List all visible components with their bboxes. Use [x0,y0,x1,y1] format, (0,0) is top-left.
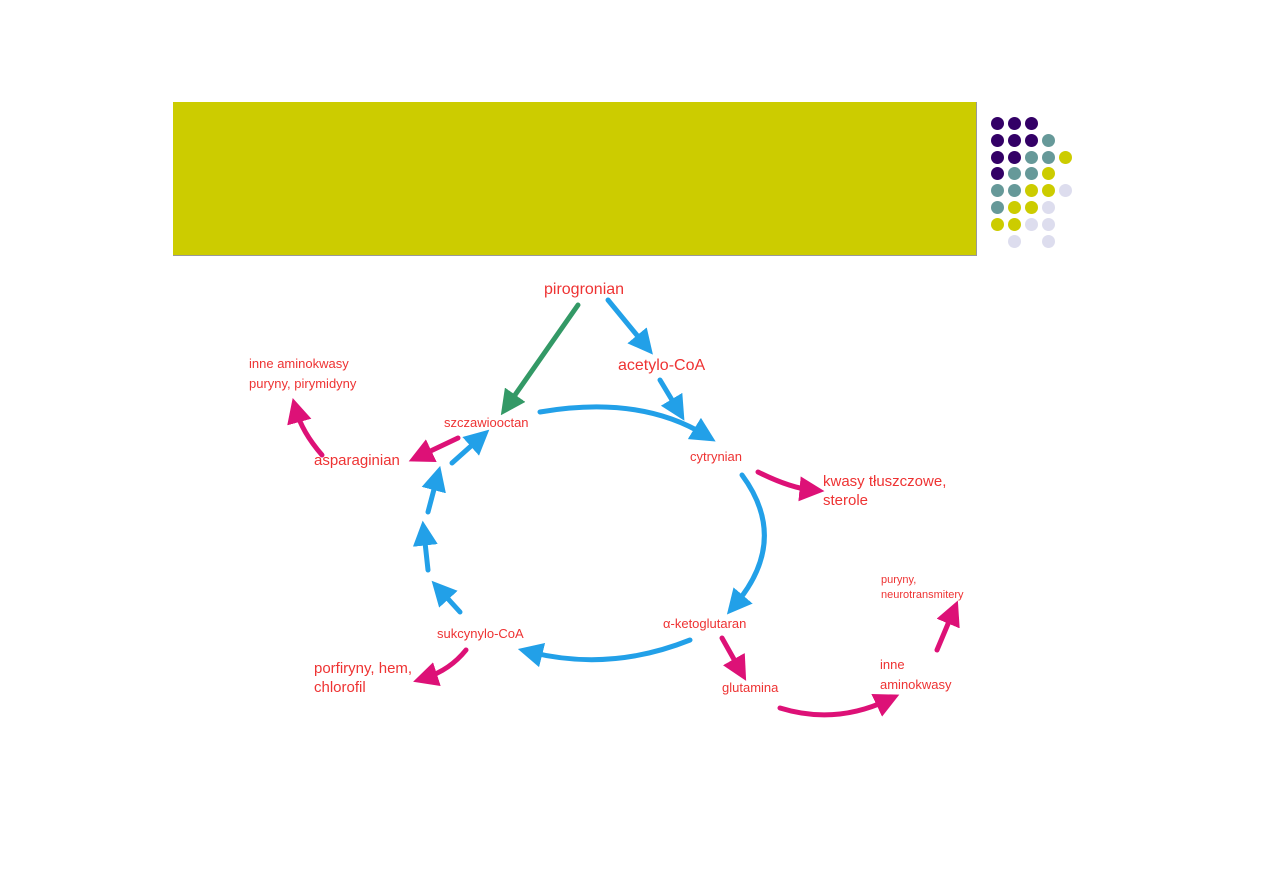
decorative-dot [1008,234,1021,248]
arrow-asparaginian-inne [287,397,325,458]
decorative-dot [1042,133,1055,147]
arrow-sukcynylo-up-4 [449,429,490,466]
decorative-dot [991,133,1004,147]
label-acetylo-coa: acetylo-CoA [618,357,706,374]
decorative-dot [1042,201,1055,214]
arrow-pirogronian-acetylo [605,297,653,355]
label-line: neurotransmitery [881,589,964,601]
label-line: chlorofil [314,679,366,696]
label-pirogronian: pirogronian [544,281,625,298]
decorative-dot [1059,150,1072,164]
arrow-sukcynylo-up-2 [412,520,438,573]
label-inne-aminokwasy-puryny: inne aminokwasy puryny, pirymidyny [249,354,356,394]
decorative-dot [1042,150,1055,164]
arrow-cytrynian-kwasy [755,469,825,502]
decorative-dot [1025,217,1038,231]
decorative-dot [991,217,1004,231]
label-cytrynian: cytrynian [690,449,743,464]
arrow-sukcynylo-up-3 [421,465,446,515]
label-puryny-neurotransmitery: puryny, neurotransmitery [881,573,964,603]
decorative-dot [1008,133,1021,147]
decorative-dot [1025,117,1038,130]
decorative-dot [1042,217,1055,231]
decorative-dot [1008,217,1021,231]
label-sukcynylo-coa: sukcynylo-CoA [437,626,524,641]
decorative-dot [1008,117,1021,130]
title-banner [173,102,977,256]
label-asparaginian: asparaginian [314,452,400,469]
decorative-dot [1025,150,1038,164]
decorative-dot [1025,201,1038,214]
arrow-ketoglutaran-glutamina [719,635,747,681]
label-glutamina: glutamina [722,680,779,695]
decorative-dot [1042,234,1055,248]
label-kwasy-tluszczowe: kwasy tłuszczowe, sterole [823,472,946,510]
label-line: inne [880,657,905,672]
decorative-dot [991,150,1004,164]
decorative-dot [1008,150,1021,164]
label-line: kwasy tłuszczowe, [823,473,947,490]
arrow-szczawiooctan-cytrynian [537,404,716,442]
decorative-dot [1025,167,1038,181]
label-line: sterole [823,492,869,509]
decorative-dot [991,167,1004,181]
arrow-sukcynylo-up-1 [431,580,463,615]
arrow-cytrynian-ketoglutaran [726,472,767,615]
label-line: puryny, [881,574,917,586]
arrow-sukcynylo-porfiryny [413,647,469,687]
decorative-dot [1059,184,1072,198]
label-line: porfiryny, hem, [314,660,413,677]
arrow-ketoglutaran-sukcynylo [517,637,693,668]
label-porfiryny: porfiryny, hem, chlorofil [314,659,412,697]
decorative-dot [1008,167,1021,181]
arrow-acetylo-cytrynian [657,377,685,421]
arrow-szczawiooctan-asparaginian [408,435,461,462]
decorative-dot [1042,167,1055,181]
decorative-dot [991,184,1004,198]
label-inne-aminokwasy: inne aminokwasy [880,655,952,695]
decorative-dot [1025,133,1038,147]
decorative-dot [1042,184,1055,198]
decorative-dot [991,117,1004,130]
decorative-dot [1008,184,1021,198]
label-szczawiooctan: szczawiooctan [444,415,529,430]
arrow-inne-puryny [934,600,960,653]
label-line: puryny, pirymidyny [249,376,357,391]
label-line: aminokwasy [880,677,952,692]
decorative-dot [1025,184,1038,198]
decorative-dot [1008,201,1021,214]
decorative-dot [991,201,1004,214]
label-line: inne aminokwasy [249,356,349,371]
arrow-pirogronian-szczawiooctan [500,302,581,416]
label-alfa-ketoglutaran: α-ketoglutaran [663,616,747,631]
arrow-glutamina-inne [777,694,900,718]
